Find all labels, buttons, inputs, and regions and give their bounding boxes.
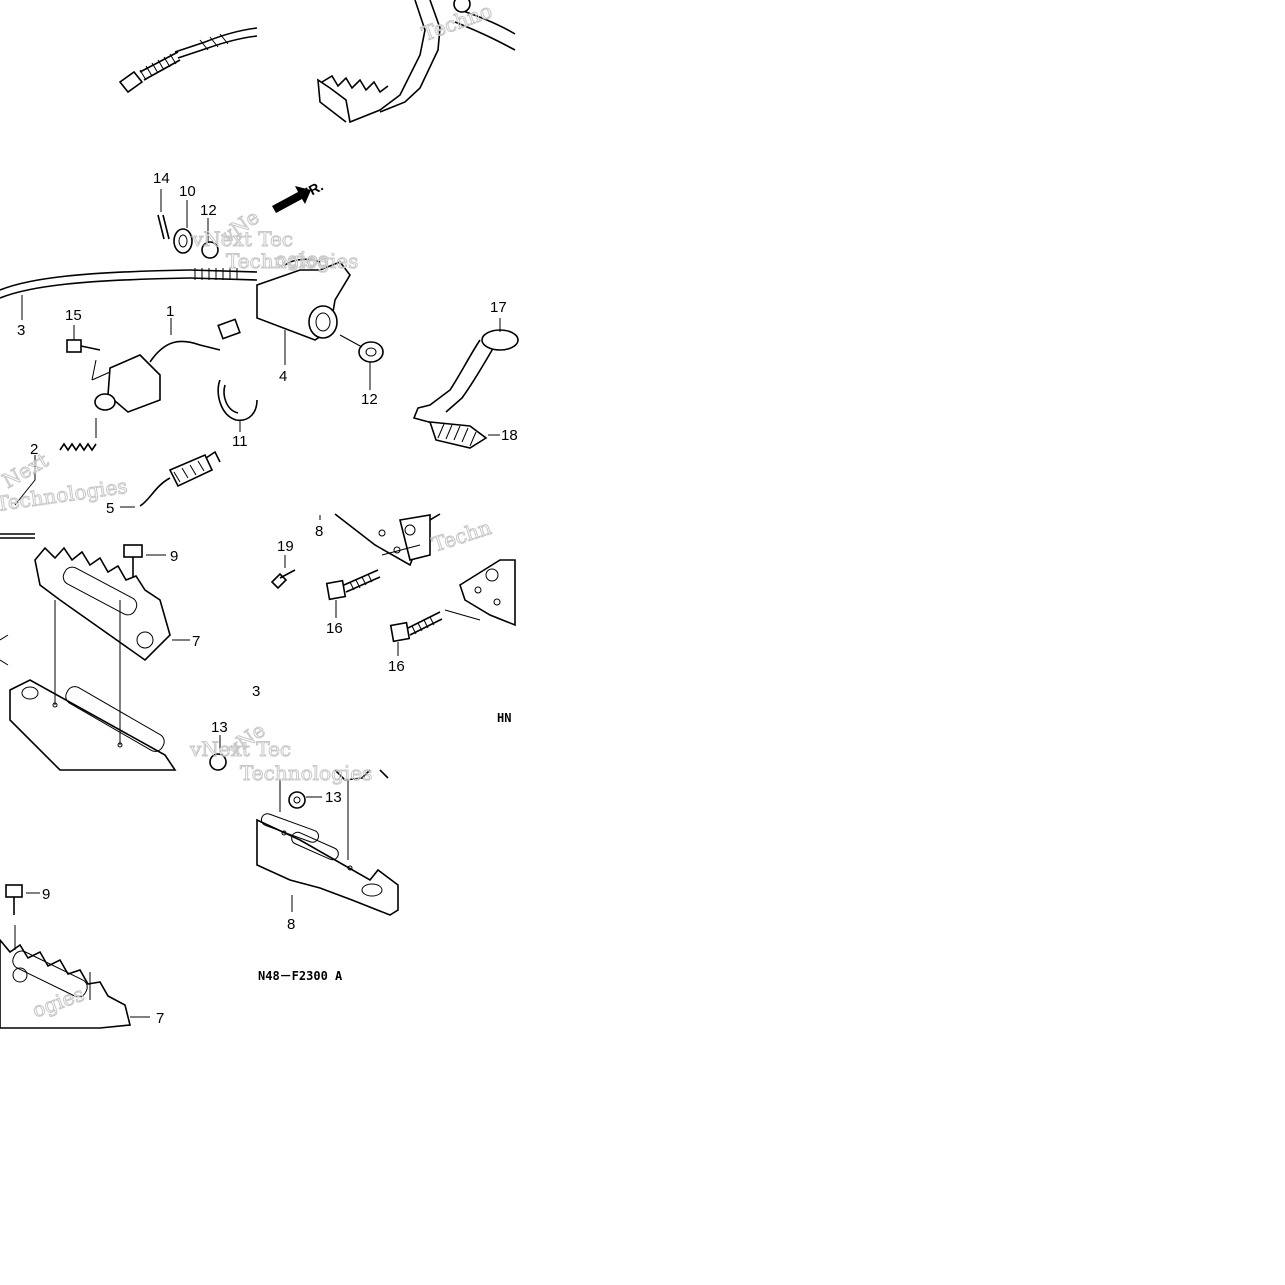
front-direction-arrow (272, 186, 311, 213)
callout-16: 16 (326, 620, 343, 637)
callout-10: 10 (179, 183, 196, 200)
callout-12: 12 (200, 202, 217, 219)
diagram-code: N48－F2300 A (258, 969, 343, 983)
callout-13: 13 (211, 719, 228, 736)
callouts: 14 10 12 3 15 1 2 5 11 4 12 17 18 9 7 13… (17, 170, 518, 1027)
svg-text:vNext Tec: vNext Tec (191, 227, 293, 251)
tile-footpeg (0, 533, 227, 771)
callout-15: 15 (65, 307, 82, 324)
callout-9: 9 (170, 548, 178, 565)
callout-2: 2 (30, 441, 38, 458)
svg-text:ogies: ogies (275, 247, 328, 271)
callout-4: 4 (279, 368, 287, 385)
tile-footpeg-lower (0, 884, 150, 1029)
diagram-code-fragment: HN (497, 711, 511, 725)
callout-7: 7 (192, 633, 200, 650)
callout-1: 1 (166, 303, 174, 320)
callout-9: 9 (42, 886, 50, 903)
tile-switch-assembly (0, 186, 311, 508)
brake-switch-part (94, 318, 241, 413)
callout-7: 7 (156, 1010, 164, 1027)
svg-text:vNext Tec: vNext Tec (189, 737, 291, 761)
callout-11: 11 (232, 433, 248, 450)
svg-text:Technologies: Technologies (226, 249, 358, 273)
tile-bracket-bolts (270, 513, 516, 656)
callout-17: 17 (490, 299, 507, 316)
callout-19: 19 (277, 538, 294, 555)
tile-cable-end (118, 27, 258, 94)
callout-5: 5 (106, 500, 114, 517)
tile-footrest-bar (256, 769, 399, 916)
svg-text:Techn: Techn (429, 515, 494, 557)
callout-13: 13 (325, 789, 342, 806)
callout-8: 8 (315, 523, 323, 540)
callout-8: 8 (287, 916, 295, 933)
return-spring-part (120, 450, 221, 508)
callout-3-fragment: 3 (252, 683, 260, 700)
tile-brake-pedal (317, 0, 516, 124)
callout-3: 3 (17, 322, 25, 339)
callout-16: 16 (388, 658, 405, 675)
tile-pivot-pedal (256, 258, 519, 449)
watermark: vNext Tec Technologies vNext Tec Technol… (0, 0, 496, 1023)
callout-14: 14 (153, 170, 170, 187)
svg-text:Technologies: Technologies (240, 761, 372, 785)
callout-18: 18 (501, 427, 518, 444)
callout-12: 12 (361, 391, 378, 408)
cable-spring (139, 51, 181, 81)
